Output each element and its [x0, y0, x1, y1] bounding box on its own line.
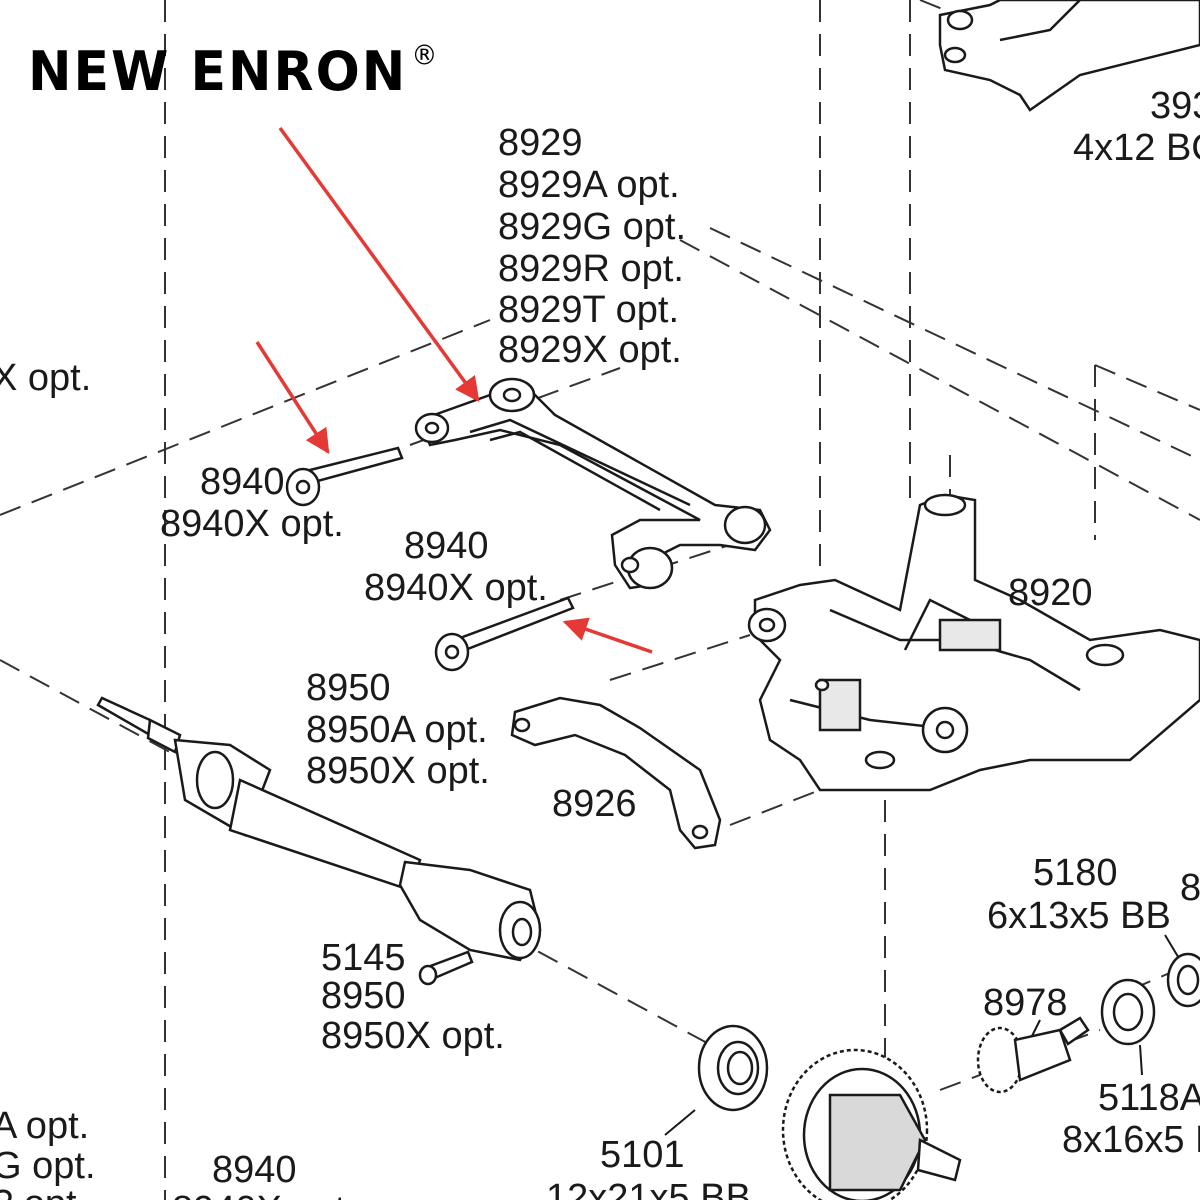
part-labels: 8929 8929A opt. 8929G opt. 8929R opt. 89…	[0, 85, 1200, 1200]
bearing-5101	[697, 1024, 769, 1112]
label-8926: 8926	[552, 783, 637, 825]
label-8929-5: 8929X opt.	[498, 329, 682, 371]
label-393-0: 393	[1150, 85, 1200, 127]
registered-mark: ®	[411, 40, 440, 73]
label-5145-0: 5145	[321, 937, 406, 979]
label-left-partial: X opt.	[0, 357, 91, 399]
arrow-to-lower-pin	[562, 617, 653, 654]
pinion-gear-8978	[976, 1016, 1090, 1094]
label-8940-mid-1: 8940X opt.	[364, 567, 548, 609]
hinge-pin-upper	[285, 446, 404, 507]
label-8940-mid-0: 8940	[404, 525, 489, 567]
label-8920: 8920	[1008, 572, 1093, 614]
label-8929-2: 8929G opt.	[498, 206, 686, 248]
label-8950-2: 8950X opt.	[306, 750, 490, 792]
label-5101-0: 5101	[600, 1134, 685, 1176]
bearing-5118A	[1100, 978, 1156, 1046]
label-5118A-0: 5118A	[1098, 1077, 1200, 1119]
driveshaft-8950	[96, 696, 542, 962]
label-5180-right: 8	[1180, 867, 1200, 909]
ring-gear-differential	[781, 1048, 962, 1200]
pin-5145	[418, 950, 474, 986]
bulkhead-8920	[747, 493, 1200, 792]
arrow-to-upper-pin	[255, 341, 330, 455]
brand-name: NEW ENRON	[28, 40, 408, 104]
label-8950-1: 8950A opt.	[306, 709, 488, 751]
hinge-pin-lower	[434, 596, 575, 672]
label-8929-0: 8929	[498, 122, 583, 164]
brand-logo: NEW ENRON®	[28, 41, 439, 104]
label-8950-0: 8950	[306, 667, 391, 709]
label-8929-3: 8929R opt.	[498, 248, 684, 290]
label-8940-top-1: 8940X opt.	[160, 503, 344, 545]
label-8940-bottom-0: 8940	[212, 1149, 297, 1191]
brace-8926	[510, 696, 722, 850]
suspension-arm-8929	[414, 377, 772, 590]
label-bottom-left-0: A opt.	[0, 1105, 89, 1147]
label-bottom-left-1: G opt.	[0, 1145, 96, 1187]
highlight-arrows	[255, 126, 653, 654]
label-393-1: 4x12 BC	[1073, 127, 1200, 169]
label-5101-1: 12x21x5 BB	[546, 1177, 751, 1200]
arrow-to-arm	[278, 126, 480, 402]
label-8929-4: 8929T opt.	[498, 289, 679, 331]
label-8940-top-0: 8940	[200, 461, 285, 503]
label-8978: 8978	[983, 982, 1068, 1024]
label-bottom-left-2: ? opt.	[0, 1183, 87, 1200]
label-5145-2: 8950X opt.	[321, 1015, 505, 1057]
label-8940-bottom-1: 8940X opt.	[172, 1189, 356, 1200]
chassis-part-top	[938, 0, 1200, 112]
label-5145-1: 8950	[321, 975, 406, 1017]
label-5180-1: 6x13x5 BB	[987, 895, 1171, 937]
bearing-5180	[1166, 952, 1200, 1008]
label-5180-0: 5180	[1033, 852, 1118, 894]
label-8929-1: 8929A opt.	[498, 164, 680, 206]
label-5118A-1: 8x16x5 B	[1062, 1119, 1200, 1161]
